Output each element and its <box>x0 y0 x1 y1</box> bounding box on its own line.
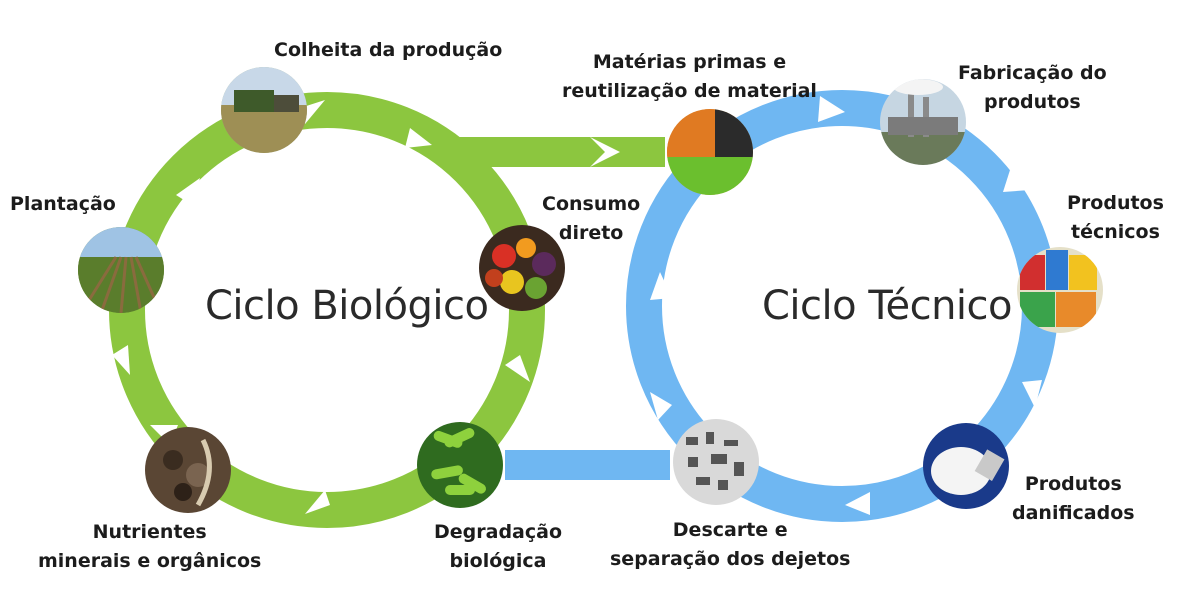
bridge-bio-to-tech <box>440 137 665 167</box>
vegetables-photo-icon <box>479 225 565 311</box>
bridge-tech-to-bio <box>505 450 670 480</box>
technical-cycle-title: Ciclo Técnico <box>762 283 1013 329</box>
soil-photo-icon <box>145 427 231 513</box>
stage-label-raw-materials: Matérias primas e reutilização de materi… <box>562 51 817 102</box>
bio-arrow <box>505 355 530 382</box>
tech-arrow <box>1003 170 1030 192</box>
stage-label-manufacturing: Fabricação do produtos <box>958 62 1107 113</box>
stage-label-technical-products: Produtos técnicos <box>1067 192 1164 243</box>
stage-label-biological-degradation: Degradação biológica <box>434 521 563 572</box>
bio-arrow <box>405 128 432 148</box>
harvest-photo-icon <box>221 67 307 153</box>
crop-field-photo-icon <box>78 227 164 313</box>
bio-arrow <box>305 490 330 514</box>
tech-arrow <box>1022 380 1042 408</box>
stage-label-nutrients: Nutrientes minerais e orgânicos <box>38 521 262 572</box>
broken-bulb-photo-icon <box>923 423 1009 509</box>
packaged-products-photo-icon <box>1017 247 1103 333</box>
stage-label-harvest: Colheita da produção <box>274 39 503 61</box>
electronic-waste-photo-icon <box>673 419 759 505</box>
stage-label-disposal: Descarte e separação dos dejetos <box>610 519 851 570</box>
bacteria-photo-icon <box>417 422 503 508</box>
bio-arrow <box>112 345 130 375</box>
tech-arrow <box>845 492 870 515</box>
stage-label-damaged-products: Produtos danificados <box>1012 473 1135 524</box>
factory-photo-icon <box>880 79 966 165</box>
stage-label-planting: Plantação <box>10 193 116 215</box>
bio-arrow <box>176 178 200 205</box>
tech-arrow <box>650 272 672 300</box>
biological-cycle-title: Ciclo Biológico <box>205 283 489 329</box>
tech-arrow <box>650 392 672 420</box>
tech-arrow <box>818 96 845 122</box>
stage-label-direct-consumption: Consumo direto <box>542 193 641 244</box>
